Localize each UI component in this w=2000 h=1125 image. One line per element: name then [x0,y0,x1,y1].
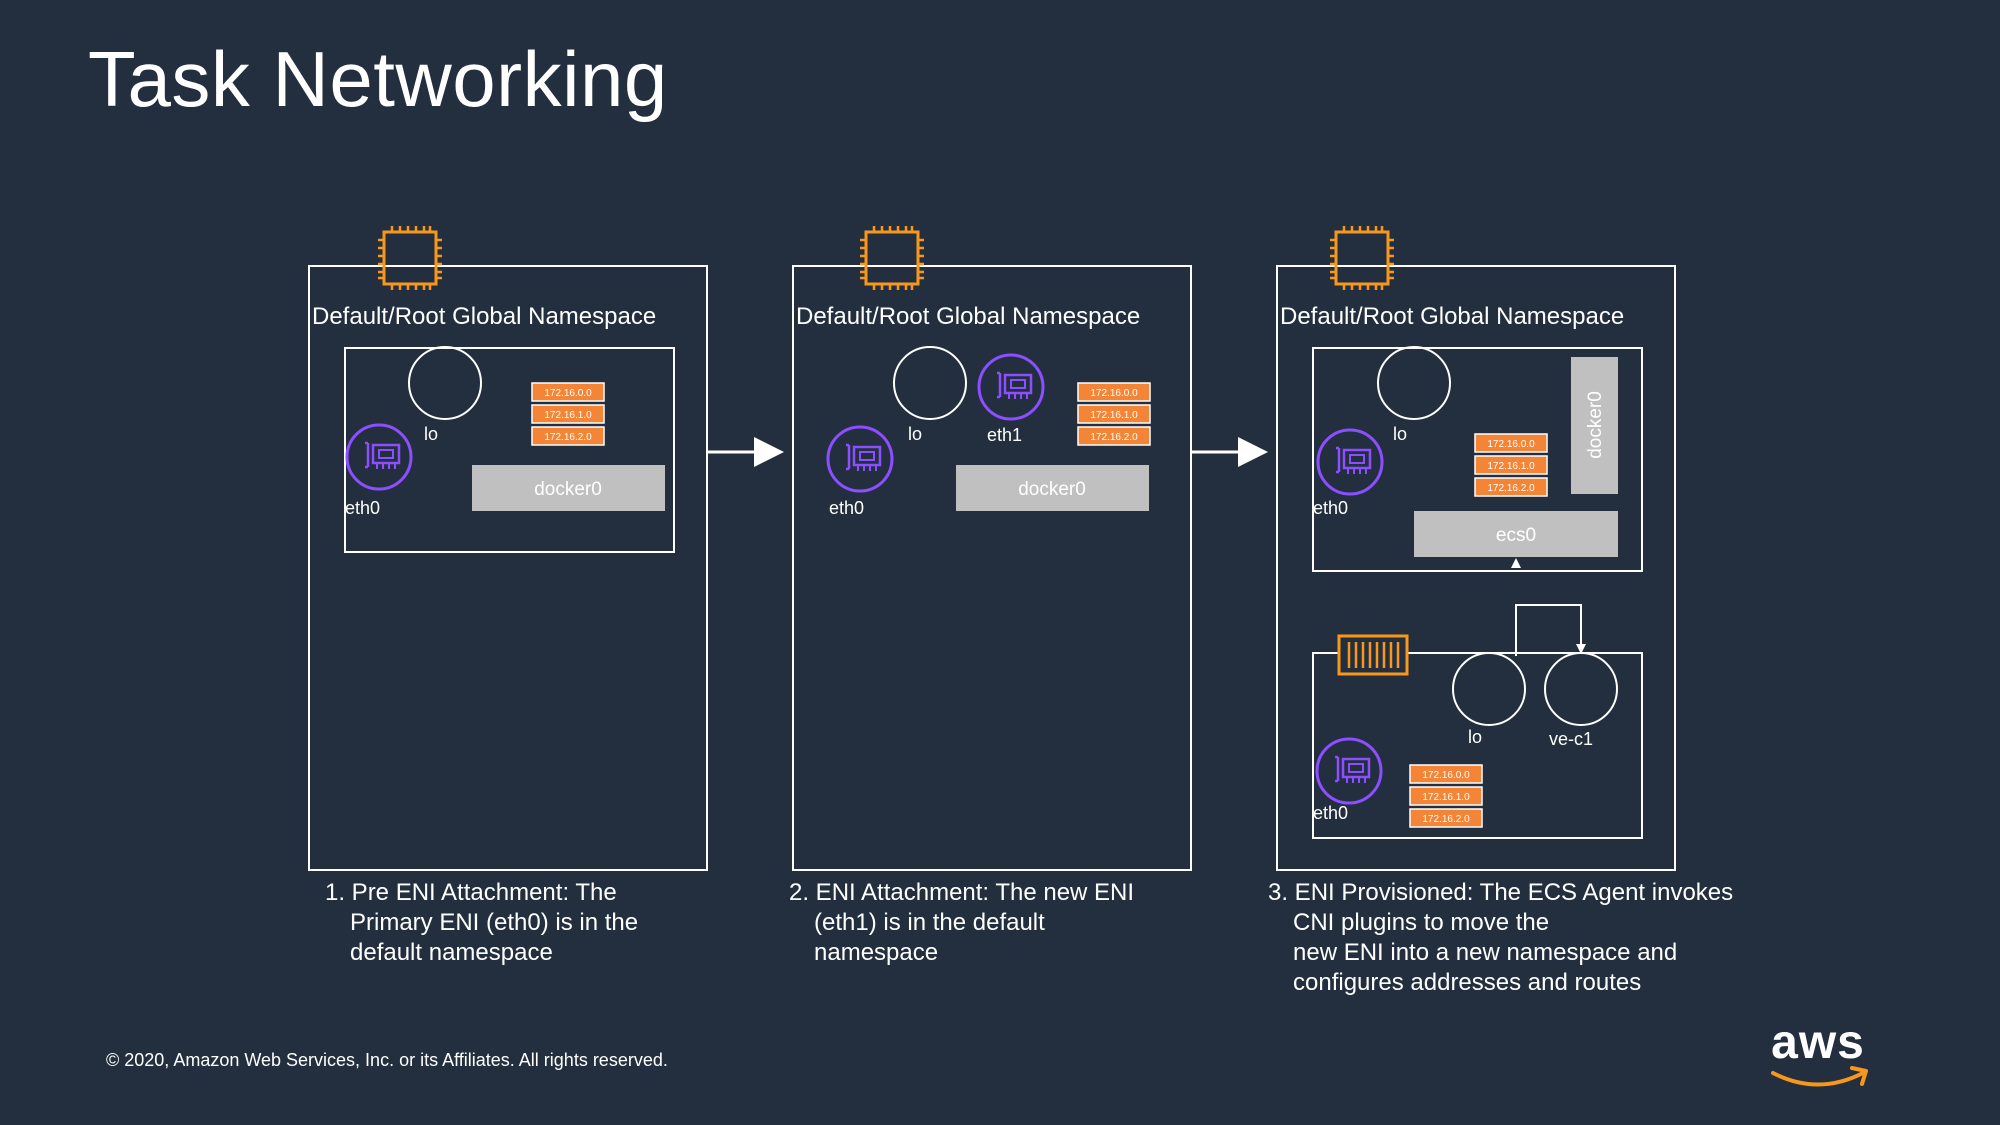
ve-c1-interface [1544,652,1618,726]
caption-step-3: 3. ENI Provisioned: The ECS Agent invoke… [1268,878,1733,998]
route-text: 172.16.0.0 [544,388,592,399]
eth1-eni-icon [977,353,1045,421]
panel-2: Default/Root Global Namespace lo eth1 et… [792,224,1192,871]
namespace-box [1276,265,1676,871]
connector-arrowhead [1511,558,1521,568]
eth0-eni-icon [826,425,894,493]
slide-title: Task Networking [88,35,668,123]
caption-line: Primary ENI (eth0) is in the [350,909,639,936]
route-text: 172.16.2.0 [544,432,592,443]
caption-line: default namespace [350,939,553,966]
ec2-instance-chip-icon [858,224,926,292]
ve-c1-label: ve-c1 [1549,729,1593,749]
caption-line: 2. ENI Attachment: The new ENI [789,879,1135,906]
ecs0-label: ecs0 [1496,525,1536,546]
route-text: 172.16.2.0 [1422,814,1470,825]
copyright-footer: © 2020, Amazon Web Services, Inc. or its… [106,1050,668,1070]
task-namespace-box [1312,652,1643,839]
route-table: 172.16.0.0 172.16.1.0 172.16.2.0 [531,382,605,446]
aws-smile-icon [1771,1071,1865,1087]
route-entry [1077,404,1151,424]
namespace-label: Default/Root Global Namespace [796,303,1140,330]
route-entry [1474,433,1548,453]
caption-line: new ENI into a new namespace and [1293,939,1678,966]
task-eth0-label: eth0 [1313,803,1348,823]
eth0-eni-icon [1316,428,1384,496]
namespace-label: Default/Root Global Namespace [312,303,656,330]
route-table: 172.16.0.0 172.16.1.0 172.16.2.0 [1474,433,1548,497]
lo-label: lo [1393,424,1407,444]
route-entry [531,404,605,424]
task-namespace-icon [1337,634,1409,676]
namespace-box [792,265,1192,871]
docker0-label: docker0 [534,479,602,500]
docker0-bridge [472,465,665,511]
caption-line: CNI plugins to move the [1293,909,1550,936]
lo-interface [408,346,482,420]
panel-1: Default/Root Global Namespace lo eth0 17… [308,224,708,871]
route-entry [1474,455,1548,475]
eth0-eni-icon [345,423,413,491]
connector-arrowhead [1576,644,1586,654]
host-box [344,347,675,553]
lo-interface [1377,346,1451,420]
route-entry [1409,764,1483,784]
route-entry [531,426,605,446]
eth0-label: eth0 [1313,498,1348,518]
route-text: 172.16.2.0 [1090,432,1138,443]
docker0-bridge [1571,357,1618,494]
route-table: 172.16.0.0 172.16.1.0 172.16.2.0 [1077,382,1151,446]
caption-line: 3. ENI Provisioned: The ECS Agent invoke… [1268,879,1734,906]
eth0-label: eth0 [345,498,380,518]
aws-smile-arrow-icon [1850,1066,1868,1086]
caption-line: configures addresses and routes [1293,969,1642,996]
route-entry [1077,382,1151,402]
task-lo-label: lo [1468,727,1482,747]
route-entry [531,382,605,402]
ec2-instance-chip-icon [1328,224,1396,292]
task-eth0-eni-icon [1315,737,1383,805]
veth-pair-connector [1515,604,1582,656]
route-text: 172.16.0.0 [1422,770,1470,781]
namespace-box [308,265,708,871]
caption-step-2: 2. ENI Attachment: The new ENI (eth1) is… [789,878,1134,968]
caption-line: namespace [814,939,939,966]
route-text: 172.16.0.0 [1090,388,1138,399]
namespace-label: Default/Root Global Namespace [1280,303,1624,330]
caption-line: 1. Pre ENI Attachment: The [325,879,617,906]
route-text: 172.16.1.0 [1422,792,1470,803]
caption-step-1: 1. Pre ENI Attachment: The Primary ENI (… [325,878,638,968]
docker0-bridge [956,465,1149,511]
eth1-label: eth1 [987,425,1022,445]
route-text: 172.16.1.0 [1487,461,1535,472]
aws-logo: aws [1771,1016,1868,1087]
route-text: 172.16.2.0 [1487,483,1535,494]
route-entry [1409,786,1483,806]
route-text: 172.16.1.0 [544,410,592,421]
task-route-table: 172.16.0.0 172.16.1.0 172.16.2.0 [1409,764,1483,828]
ec2-instance-chip-icon [376,224,444,292]
lo-label: lo [908,424,922,444]
lo-interface [893,346,967,420]
route-entry [1409,808,1483,828]
docker0-label: docker0 [1018,479,1086,500]
route-text: 172.16.0.0 [1487,439,1535,450]
eth0-label: eth0 [829,498,864,518]
task-lo-interface [1452,652,1526,726]
route-entry [1077,426,1151,446]
aws-logo-text: aws [1771,1016,1865,1069]
host-box [1312,347,1643,572]
lo-label: lo [424,424,438,444]
docker0-label: docker0 [1585,391,1606,459]
panel-3: Default/Root Global Namespace lo eth0 do… [1276,224,1676,871]
route-entry [1474,477,1548,497]
ecs0-bridge [1414,511,1618,557]
route-text: 172.16.1.0 [1090,410,1138,421]
caption-line: (eth1) is in the default [814,909,1045,936]
